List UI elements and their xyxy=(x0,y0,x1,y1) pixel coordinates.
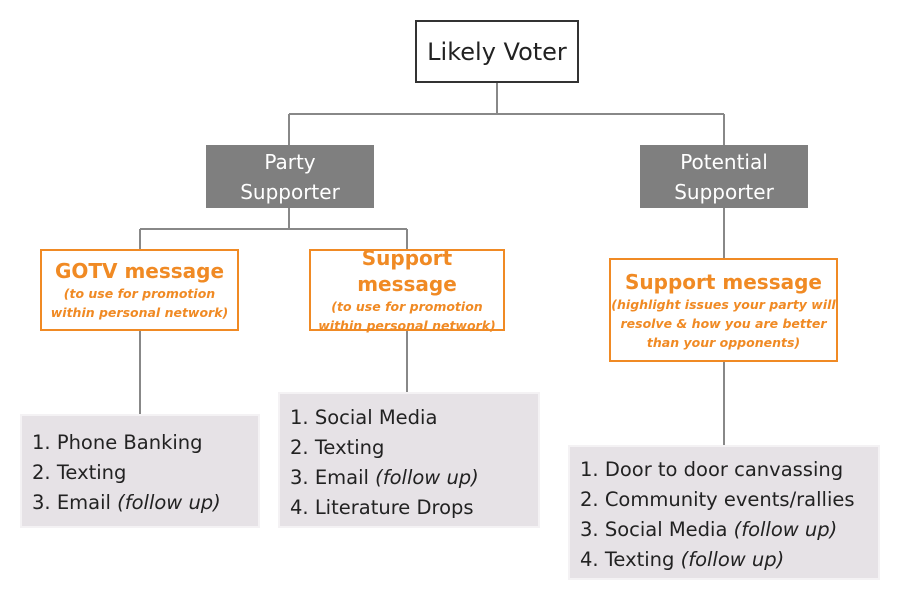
node-likely-voter-label: Likely Voter xyxy=(427,37,567,66)
party-supporter-label-line2: Supporter xyxy=(240,179,340,204)
channel-list-support-potential: 1. Door to door canvassing 2. Community … xyxy=(568,445,880,580)
support-message-party-subtitle: (to use for promotion within personal ne… xyxy=(318,299,496,333)
gotv-message-subtitle: (to use for promotion within personal ne… xyxy=(50,286,229,320)
list-item: 3. Email (follow up) xyxy=(290,466,479,489)
gotv-message-title: GOTV message xyxy=(54,259,225,283)
potential-supporter-label-line2: Supporter xyxy=(674,179,774,204)
party-supporter-label-line1: Party xyxy=(264,149,316,174)
channel-list-support-party: 1. Social Media 2. Texting 3. Email (fol… xyxy=(278,392,540,528)
support-message-potential-subtitle: (highlight issues your party will resolv… xyxy=(611,296,836,350)
list-item: 1. Door to door canvassing xyxy=(580,458,844,481)
list-item: 2. Texting xyxy=(32,461,127,484)
channel-list-gotv: 1. Phone Banking 2. Texting 3. Email (fo… xyxy=(20,414,260,528)
node-potential-supporter: Potential Supporter xyxy=(640,145,808,208)
node-support-message-party: Support message (to use for promotion wi… xyxy=(309,246,505,333)
potential-supporter-label-line1: Potential xyxy=(680,149,768,174)
list-item: 2. Texting xyxy=(290,436,385,459)
node-support-message-potential: Support message (highlight issues your p… xyxy=(609,258,838,362)
list-item: 3. Email (follow up) xyxy=(32,491,221,514)
list-item: 2. Community events/rallies xyxy=(580,488,855,511)
list-item: 4. Texting (follow up) xyxy=(580,548,785,571)
list-item: 3. Social Media (follow up) xyxy=(580,518,838,541)
support-message-party-title: Support message xyxy=(357,246,457,296)
node-gotv-message: GOTV message (to use for promotion withi… xyxy=(40,249,239,331)
support-message-potential-title: Support message xyxy=(625,269,822,294)
node-party-supporter: Party Supporter xyxy=(206,145,374,208)
node-likely-voter: Likely Voter xyxy=(415,20,579,83)
list-item: 1. Social Media xyxy=(290,406,438,429)
list-item: 1. Phone Banking xyxy=(32,431,203,454)
list-item: 4. Literature Drops xyxy=(290,496,474,519)
